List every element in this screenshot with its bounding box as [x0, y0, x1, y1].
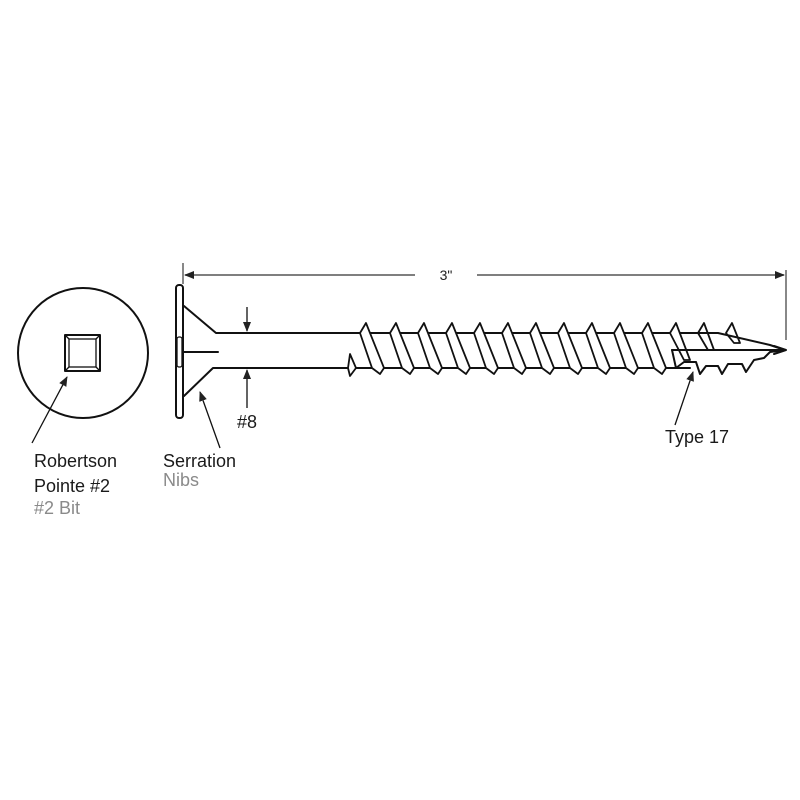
- gauge-label: #8: [237, 412, 257, 432]
- screw-head-circle: [17, 287, 149, 419]
- length-dimension: 3": [182, 263, 787, 340]
- nibs-label: Nibs: [163, 470, 199, 490]
- length-label: 3": [440, 267, 453, 283]
- pointe-label: Pointe #2: [34, 476, 110, 496]
- screw-head-profile: [175, 284, 361, 419]
- tip-point: [773, 345, 787, 355]
- square-drive-recess-icon: [64, 334, 101, 372]
- threaded-shank: [344, 322, 741, 377]
- head-end-view: [17, 287, 149, 444]
- thread-crests: [359, 322, 741, 375]
- serration-label: Serration: [163, 451, 236, 471]
- type-17-tip: [671, 332, 787, 375]
- type-17-label: Type 17: [665, 427, 729, 447]
- bit-size-label: #2 Bit: [34, 498, 80, 518]
- type-17-leader-arrow: [674, 371, 694, 426]
- head-taper-bottom: [183, 367, 346, 397]
- head-taper-top: [183, 305, 361, 334]
- robertson-leader-arrow: [31, 376, 68, 444]
- head-recess-mark: [176, 336, 183, 368]
- head-plate: [175, 284, 184, 419]
- serration-leader-arrow: [199, 391, 221, 449]
- tip-cutting-notch: [671, 349, 786, 375]
- robertson-label: Robertson: [34, 451, 117, 471]
